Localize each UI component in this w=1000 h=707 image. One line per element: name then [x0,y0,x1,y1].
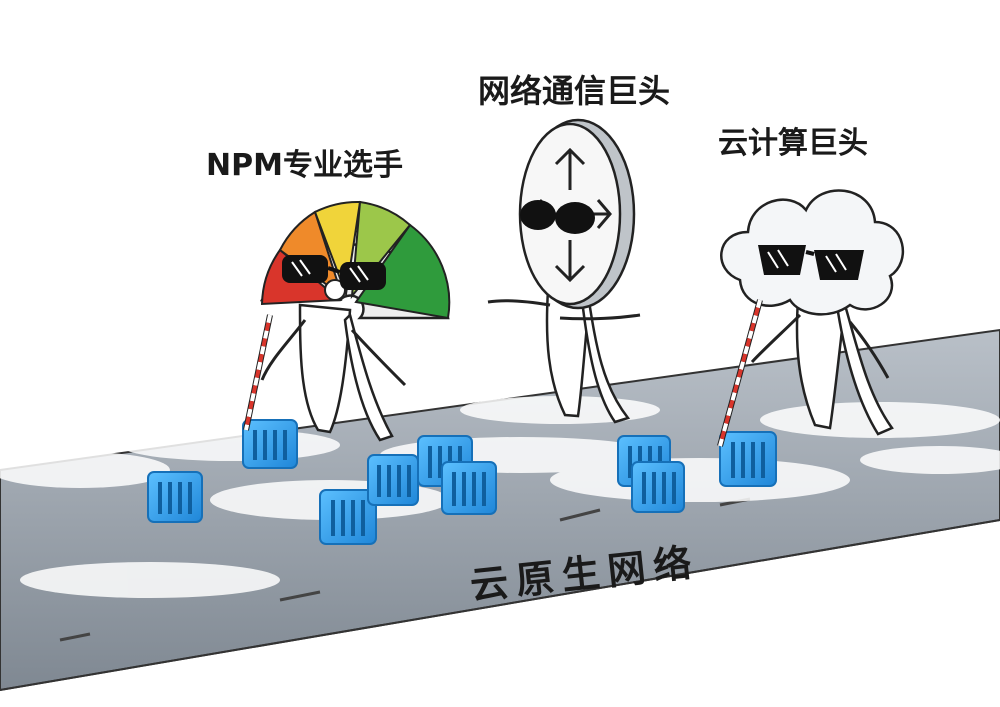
network-giant-label: 网络通信巨头 [478,72,671,110]
cloud-giant-label: 云计算巨头 [718,126,868,161]
container-icon [631,461,685,513]
container-icon [441,461,497,515]
road [0,328,1000,692]
container-icon [367,454,419,506]
router-character [487,118,641,424]
cloud-character [717,189,905,447]
containers [147,419,777,545]
sunglasses-icon [282,255,386,290]
container-icon [147,471,203,523]
npm-gauge-character [243,200,451,442]
container-icon [319,489,377,545]
sunglasses-icon [758,245,864,280]
container-icon [719,431,777,487]
npm-expert-label: NPM专业选手 [206,148,403,183]
white-cane-icon [243,314,273,431]
container-icon [242,419,298,469]
white-cane-icon [717,299,763,447]
sunglasses-icon [520,200,595,234]
